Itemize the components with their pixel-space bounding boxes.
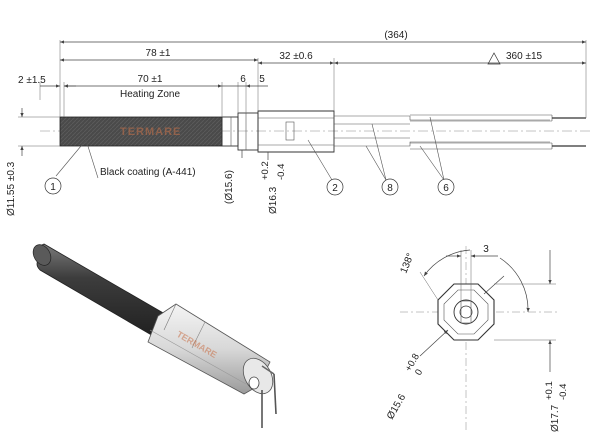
callout-8 (381, 178, 399, 196)
dim-sleeve-diameter: Ø16.3 (268, 186, 279, 214)
dim-gap-5: 5 (259, 74, 265, 85)
perspective-view: TERMARE (32, 243, 277, 428)
dim-lead-length: 360 ±15 (506, 51, 543, 62)
perspective-heater-rod (36, 243, 173, 341)
callout-2-label: 2 (332, 183, 338, 194)
heating-zone-label: Heating Zone (120, 89, 180, 100)
callout-6-label: 6 (443, 183, 449, 194)
callout-2 (326, 178, 344, 196)
end-view-octagon (437, 283, 495, 341)
dim-end-view-hex-tol-minus: -0.4 (558, 384, 569, 400)
flange (237, 112, 259, 151)
dim-lead-offset: 2 ±1.5 (18, 75, 46, 86)
dim-heating-zone-length: 70 ±1 (138, 74, 163, 85)
heater-body-end (221, 116, 239, 147)
dim-sleeve-tol-minus: -0.4 (276, 164, 287, 180)
dim-gap-6: 6 (240, 74, 246, 85)
side-view: TERMARE (364) 78 ±1 32 ±0.6 360 ±15 2 ±1… (6, 30, 590, 216)
coating-label: Black coating (A-441) (100, 167, 196, 178)
dim-body-length: 78 ±1 (146, 48, 171, 59)
dim-end-view-angle: 138° (399, 252, 417, 275)
dim-end-view-hex: Ø17.7 (550, 404, 561, 432)
warning-triangle-icon (487, 52, 501, 65)
dim-sleeve-tol-plus: +0.2 (260, 161, 271, 180)
dim-end-view-hex-tol-plus: +0.1 (544, 381, 555, 400)
callout-1 (44, 177, 62, 195)
dim-flange-diameter: (Ø15.6) (224, 170, 235, 204)
dim-end-view-diameter-tol-minus: 0 (413, 367, 425, 377)
dim-end-view-width: 3 (483, 244, 489, 255)
callout-8-label: 8 (387, 183, 393, 194)
dim-end-view-diameter: Ø15.6 (385, 392, 408, 421)
callout-1-label: 1 (50, 182, 56, 193)
dim-overall-length: (364) (384, 30, 407, 41)
dim-sleeve-length: 32 ±0.6 (279, 51, 313, 62)
perspective-pin (273, 373, 277, 415)
callout-6 (437, 178, 455, 196)
end-view: 3 138° Ø15.6 +0.8 0 Ø17.7 +0.1 -0.4 (385, 244, 569, 432)
dim-body-diameter: Ø11.55 ±0.3 (6, 161, 17, 216)
watermark-logo: TERMARE (120, 126, 181, 138)
sleeve (257, 110, 335, 153)
